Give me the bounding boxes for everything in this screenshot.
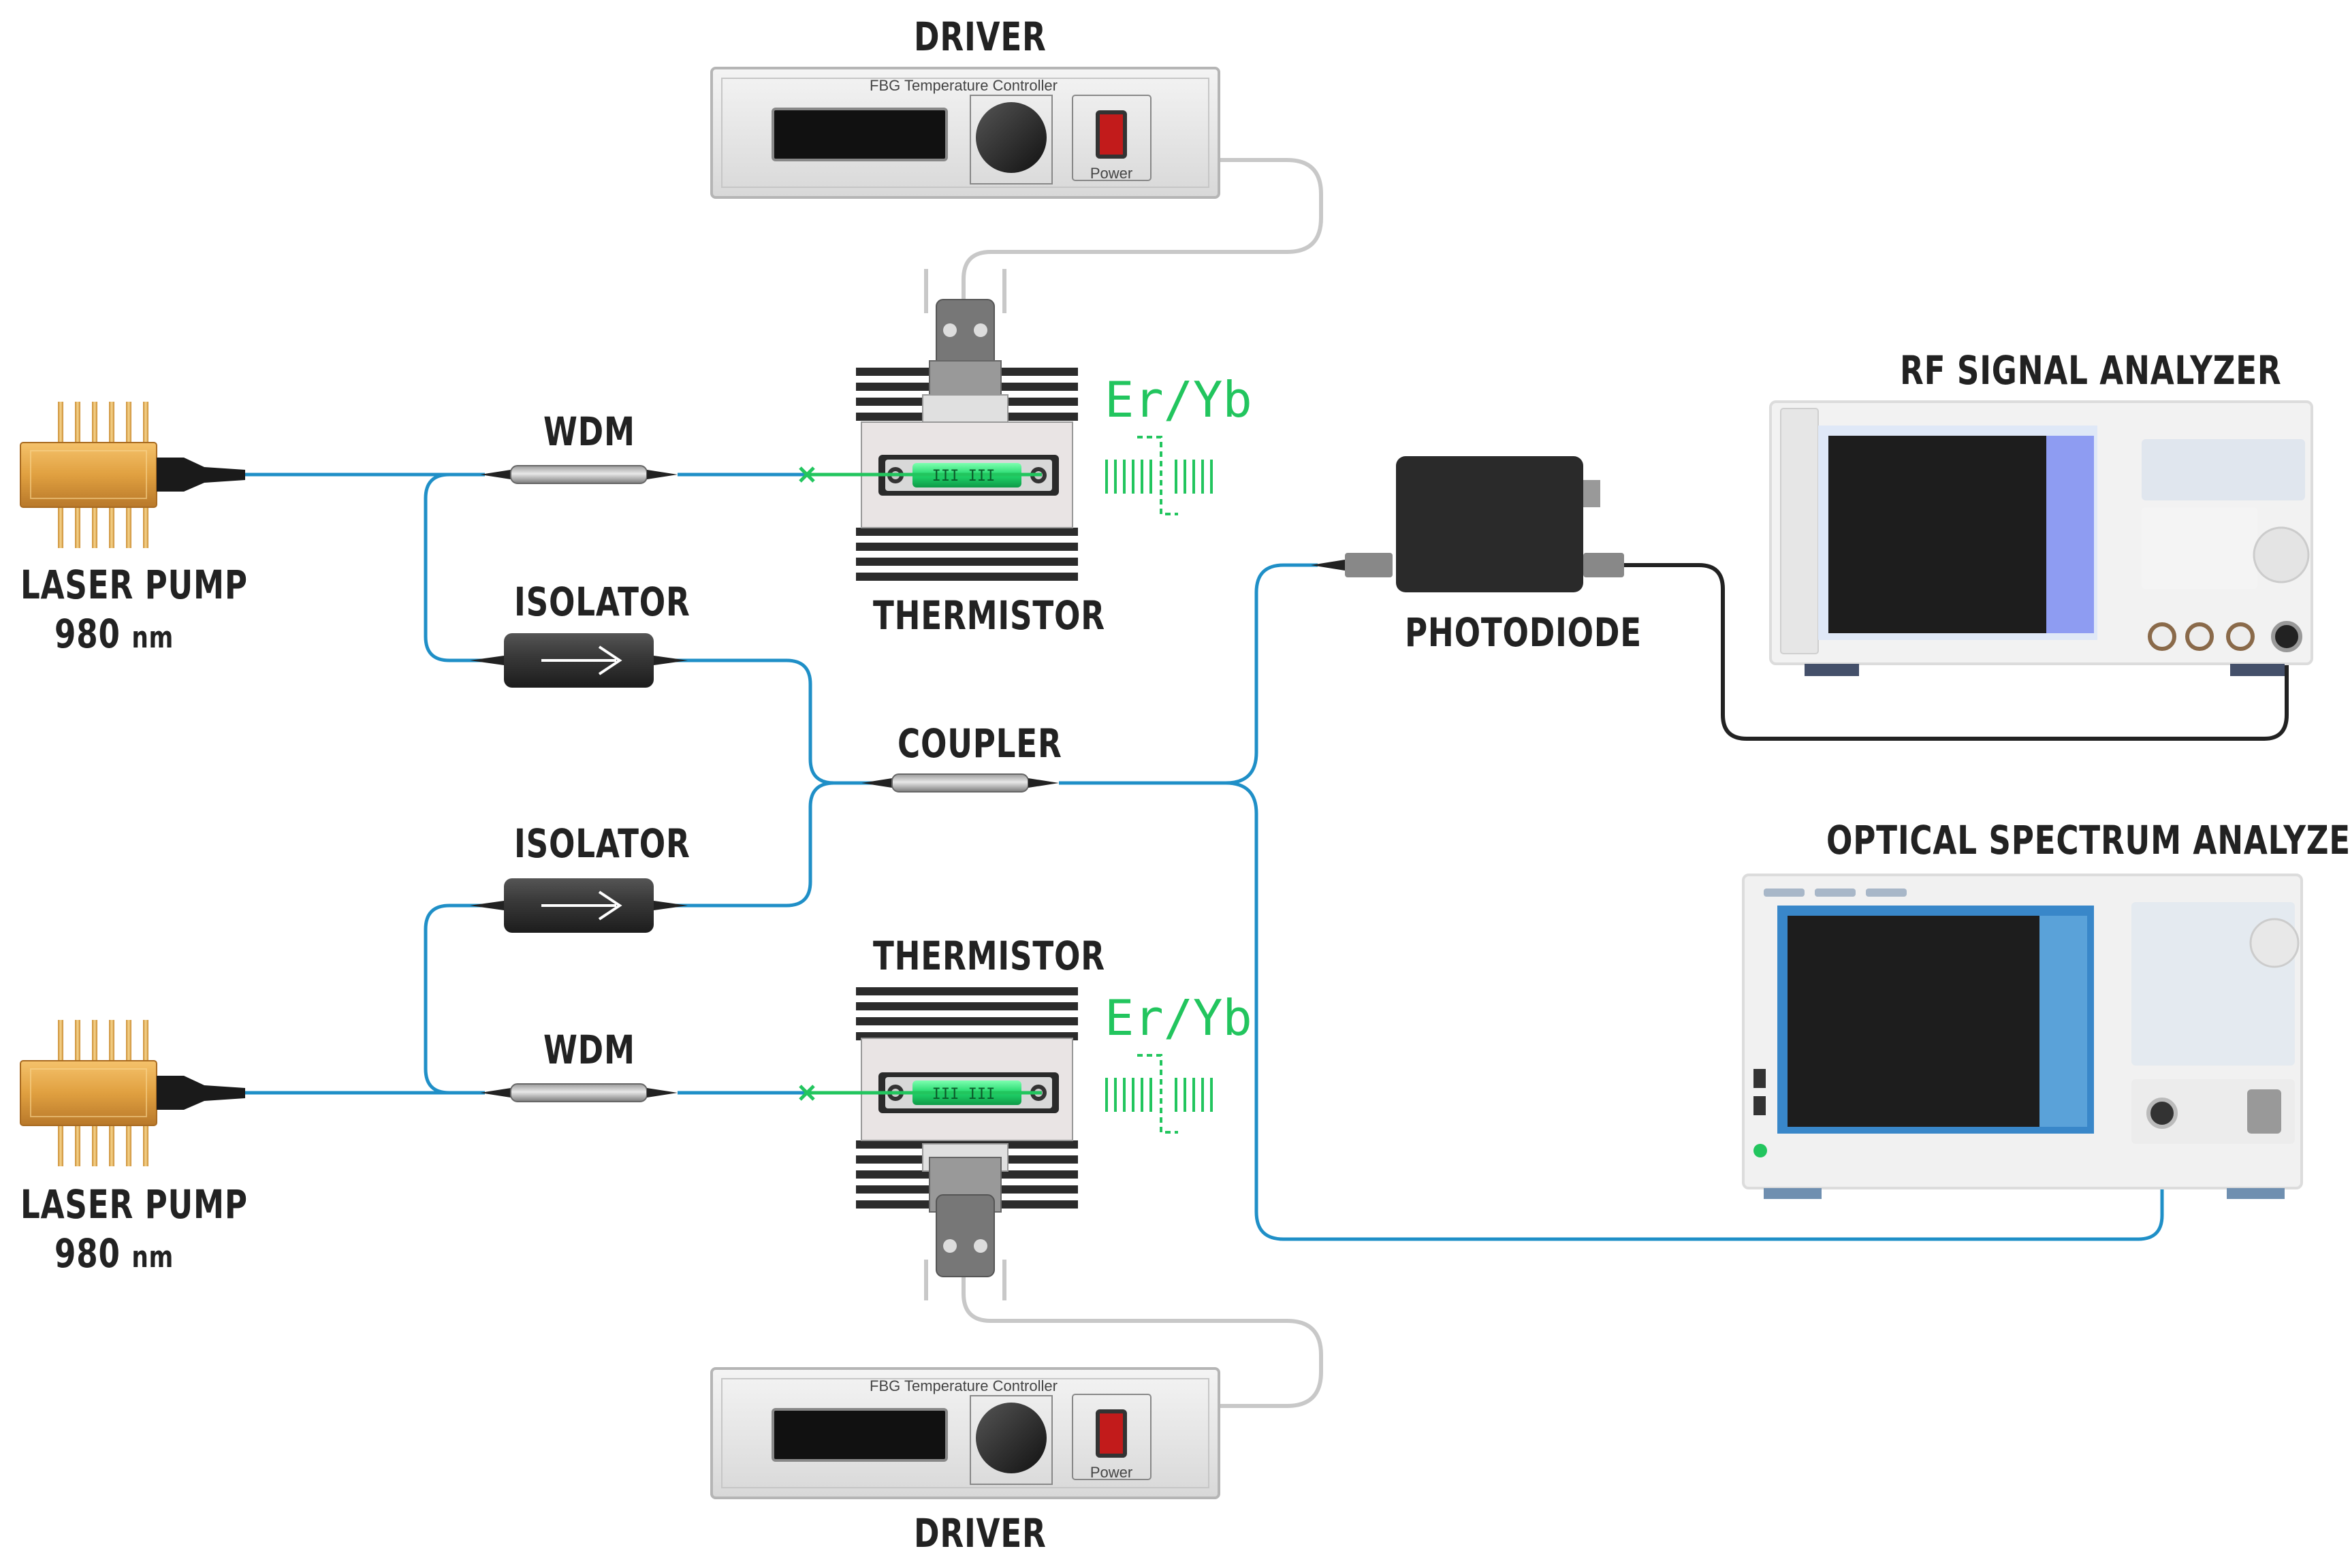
laser-wavelength-top: 980 nm <box>54 611 174 657</box>
rf-knob[interactable] <box>2253 526 2310 583</box>
osa-knob[interactable] <box>2249 918 2300 968</box>
svg-text:III III: III III <box>932 1086 996 1103</box>
fiber-wdm-top-to-isolator <box>424 473 501 662</box>
control-cable-bottom <box>962 1253 1323 1408</box>
rf-input-port[interactable] <box>2271 621 2302 652</box>
laser-pigtail-top <box>157 458 245 492</box>
wavelength-value: 980 <box>54 1230 121 1277</box>
driver-label-bottom: DRIVER <box>914 1510 1047 1556</box>
fiber-coupler-to-osa <box>1059 781 2164 1241</box>
laser-body-bottom <box>20 1060 157 1126</box>
laser-body-top <box>20 442 157 508</box>
laser-pins-top <box>58 402 148 548</box>
power-label-top: Power <box>1090 165 1132 182</box>
fiber-isolator-bottom-to-wdm <box>424 903 501 1095</box>
coupler-label: COUPLER <box>898 720 1062 767</box>
arrow-right-icon <box>541 891 622 921</box>
isolator-bottom[interactable] <box>470 878 688 933</box>
fbg-grating-bottom <box>1105 1054 1213 1134</box>
fiber-coupler-to-photodiode <box>1059 563 1318 785</box>
rf-cable <box>1624 563 2289 741</box>
wavelength-unit: nm <box>131 620 174 655</box>
splice-x-icon <box>799 1085 815 1101</box>
driver-unit-bottom[interactable] <box>710 1367 1220 1499</box>
fbg-grating-top <box>1105 436 1213 515</box>
coupler[interactable] <box>861 773 1059 793</box>
photodiode-label: PHOTODIODE <box>1405 609 1642 656</box>
osa-screen <box>1788 916 2039 1127</box>
gain-medium-label-top: Er/Yb <box>1105 371 1252 428</box>
heatsink-fins-top <box>856 368 1078 581</box>
splice-x-icon <box>799 466 815 483</box>
fiber-isolator-top-to-coupler <box>657 658 892 785</box>
rf-screen <box>1828 436 2046 633</box>
thermistor-label-bottom: THERMISTOR <box>873 933 1105 979</box>
osa-input-port[interactable] <box>2146 1098 2178 1129</box>
wdm-bottom[interactable] <box>480 1083 678 1102</box>
laser-pigtail-bottom <box>157 1076 245 1110</box>
heatsink-fin <box>856 558 1078 566</box>
wdm-top[interactable] <box>480 465 678 484</box>
fiber-coupler-to-isolator-bottom <box>657 781 892 908</box>
temperature-knob[interactable] <box>976 102 1047 173</box>
power-label-bottom: Power <box>1090 1464 1132 1481</box>
wavelength-value: 980 <box>54 611 121 657</box>
laser-pump-label-bottom: LASER PUMP <box>20 1181 248 1228</box>
temperature-knob[interactable] <box>976 1403 1047 1473</box>
heatsink-fin <box>856 1002 1078 1010</box>
isolator-top[interactable] <box>470 633 688 688</box>
wavelength-unit: nm <box>131 1240 174 1275</box>
laser-wavelength-bottom: 980 nm <box>54 1230 174 1277</box>
photodiode[interactable] <box>1311 456 1624 592</box>
rf-signal-analyzer[interactable] <box>1769 400 2313 676</box>
heatsink-fin <box>856 543 1078 551</box>
power-switch[interactable] <box>1096 1409 1127 1458</box>
wdm-label-top: WDM <box>543 409 635 455</box>
isolator-label-top: ISOLATOR <box>514 579 690 625</box>
laser-pins-bottom <box>58 1020 148 1166</box>
isolator-label-bottom: ISOLATOR <box>514 820 690 867</box>
heatsink-fin <box>856 987 1078 995</box>
driver-unit-top[interactable] <box>710 67 1220 199</box>
temperature-display <box>772 1408 948 1462</box>
controller-title-bottom: FBG Temperature Controller <box>870 1377 1058 1394</box>
power-switch[interactable] <box>1096 110 1127 159</box>
laser-pump-bottom[interactable] <box>20 1020 245 1166</box>
laser-pump-label-top: LASER PUMP <box>20 562 248 608</box>
thermistor-stage-top[interactable]: III III <box>799 269 1078 581</box>
svg-text:III III: III III <box>932 468 996 485</box>
osa-label: OPTICAL SPECTRUM ANALYZER <box>1826 817 2350 863</box>
heatsink-fin <box>856 1017 1078 1025</box>
temperature-display <box>772 108 948 161</box>
fiber-network <box>242 473 2164 1241</box>
thermistor-label-top: THERMISTOR <box>873 592 1105 639</box>
optical-spectrum-analyzer[interactable] <box>1742 874 2303 1199</box>
controller-title-top: FBG Temperature Controller <box>870 77 1058 94</box>
control-cable-top <box>962 158 1323 327</box>
heatsink-fin <box>856 528 1078 536</box>
rf-analyzer-label: RF SIGNAL ANALYZER <box>1900 347 2282 394</box>
wdm-label-bottom: WDM <box>543 1027 635 1073</box>
arrow-right-icon <box>541 645 622 675</box>
driver-label-top: DRIVER <box>914 14 1047 60</box>
thermistor-stage-bottom[interactable]: III III <box>799 987 1078 1300</box>
heatsink-fin <box>856 573 1078 581</box>
laser-pump-top[interactable] <box>20 402 245 548</box>
gain-medium-label-bottom: Er/Yb <box>1105 989 1252 1046</box>
